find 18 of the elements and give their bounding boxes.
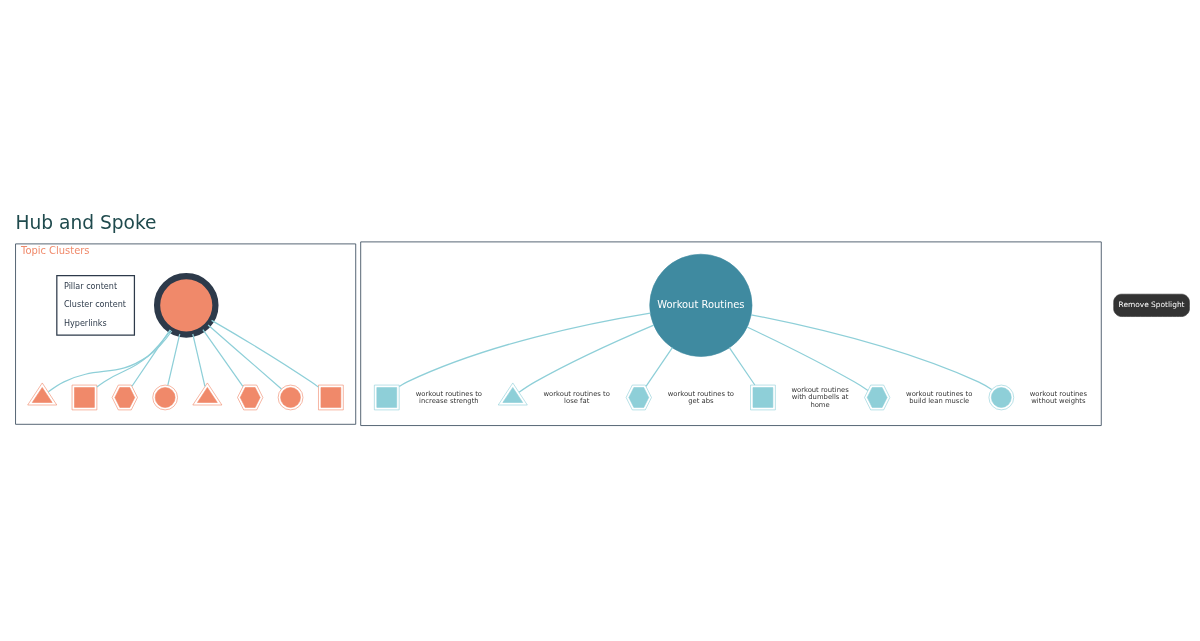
connector xyxy=(210,319,320,388)
cluster xyxy=(360,240,1102,426)
node-circle: Workout Routines xyxy=(649,253,753,357)
connector xyxy=(750,313,993,390)
connector xyxy=(96,329,172,388)
connector xyxy=(47,329,173,392)
connector xyxy=(728,346,756,386)
diagram-title: Hub and Spoke xyxy=(15,211,157,233)
connector xyxy=(202,328,244,387)
connector xyxy=(645,346,673,387)
connector xyxy=(207,323,283,390)
connector xyxy=(192,332,206,387)
connector xyxy=(398,311,651,387)
connector xyxy=(167,332,181,386)
node-circle xyxy=(153,272,219,338)
connector xyxy=(518,323,655,393)
connector xyxy=(746,325,869,391)
connector xyxy=(131,328,171,387)
